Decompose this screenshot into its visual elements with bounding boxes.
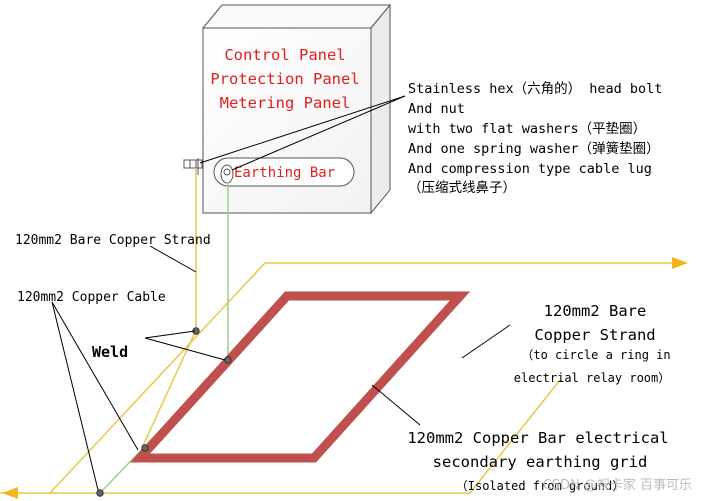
earthing-bar <box>213 157 355 187</box>
ground-plane <box>0 262 680 494</box>
watermark: CSDN @祝卡家 百事可乐 <box>543 477 692 493</box>
earthing-bar-label: Earthing Bar <box>234 165 335 181</box>
bare-strand-right-line-2: Copper Strand <box>534 326 655 344</box>
copper-cable-label: 120mm2 Copper Cable <box>17 290 166 305</box>
weld-point <box>141 444 149 452</box>
cable-lug-icon <box>220 164 234 184</box>
bare-strand-right-line-4: electrial relay room） <box>514 371 671 385</box>
bolt-callout-line-1: Stainless hex（六角的） head bolt <box>408 81 662 97</box>
grid-label-line-2: secondary earthing grid <box>433 453 648 471</box>
cabinet-line-2: Protection Panel <box>210 70 359 88</box>
bolt-callout-line-6: （压缩式线鼻子） <box>408 179 516 196</box>
leader-lines <box>51 95 511 491</box>
cabinet-line-3: Metering Panel <box>220 94 351 112</box>
weld-point <box>96 489 104 497</box>
arrow-right-icon <box>672 257 688 269</box>
bolt-callout-line-3: with two flat washers（平垫圈） <box>408 121 646 137</box>
grid-label-line-3: （Isolated from ground） <box>456 479 625 493</box>
bare-strand-right-line-3: （to circle a ring in <box>521 348 670 362</box>
weld-point <box>224 356 232 364</box>
bolt-callout-line-5: And compression type cable lug <box>408 161 652 177</box>
weld-label: Weld <box>92 343 128 361</box>
grid-label-line-1: 120mm2 Copper Bar electrical <box>407 429 668 447</box>
bolt-icon <box>183 158 203 175</box>
bolt-callout-line-2: And nut <box>408 101 465 117</box>
copper-cable-wire <box>99 182 229 494</box>
arrow-left-icon <box>2 487 18 499</box>
bolt-callout-line-4: And one spring washer（弹簧垫圈） <box>408 141 660 157</box>
bare-strand-right-line-1: 120mm2 Bare <box>544 302 647 320</box>
copper-bar-grid <box>129 291 471 463</box>
bare-strand-top-label: 120mm2 Bare Copper Strand <box>15 233 211 248</box>
cabinet-line-1: Control Panel <box>224 46 345 64</box>
